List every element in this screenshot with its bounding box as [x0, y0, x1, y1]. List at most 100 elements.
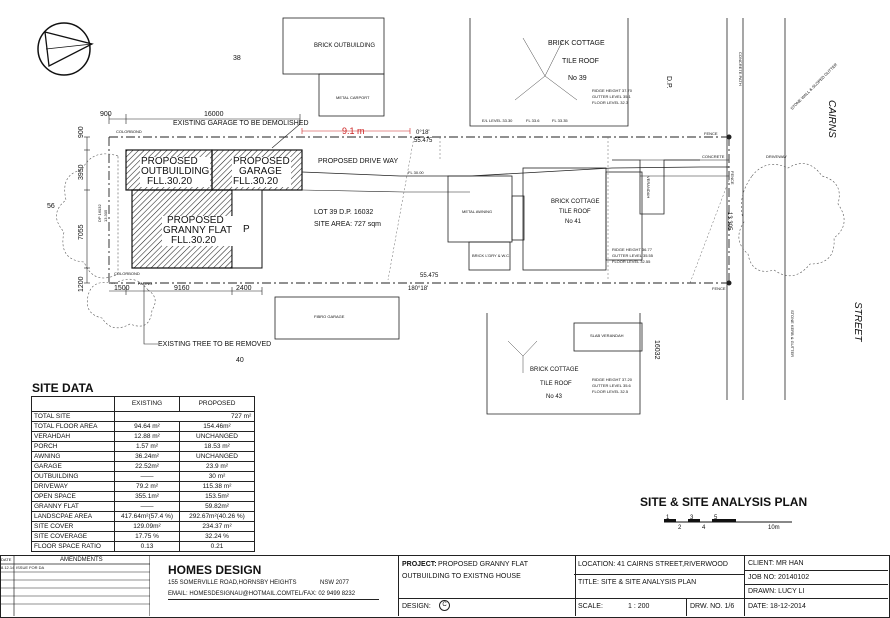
location-divider: [574, 574, 744, 575]
amend-date: 8.12.14: [1, 565, 15, 570]
company-rule: [168, 599, 379, 600]
drw-divider: [686, 598, 687, 616]
lot-south: 40: [236, 357, 244, 364]
dim-9-1m: 9.1 m: [342, 126, 365, 136]
garage-line2: GARAGE: [239, 166, 282, 177]
north-carport: [318, 73, 385, 117]
dim-1200: 1200: [78, 276, 85, 292]
label-cottage-no: No 41: [565, 219, 582, 225]
label-n39-no: No 39: [568, 75, 587, 82]
design-mark: C: [439, 600, 450, 611]
site-data-table: EXISTING PROPOSED TOTAL SITE 727 m² TOTA…: [31, 396, 255, 552]
label-fence-n: FENCE: [704, 131, 718, 136]
scale-label: SCALE:: [578, 603, 603, 610]
dim-3950: 3950: [78, 164, 85, 180]
label-proposed-drive-way: PROPOSED DRIVE WAY: [318, 158, 399, 165]
label-n39-roof: TILE ROOF: [562, 58, 599, 65]
site-data-cell-label: TOTAL FLOOR AREA: [31, 421, 115, 432]
label-colorbond-s: COLORBOND: [114, 271, 140, 276]
label-tree-removed: EXISTING TREE TO BE REMOVED: [158, 341, 272, 348]
site-data-cell-proposed: 32.24 %: [179, 531, 255, 542]
site-data-cell-proposed: 30 m²: [179, 471, 255, 482]
granny-line3: FLL.30.20: [171, 235, 217, 246]
fibro-garage: [274, 296, 400, 340]
site-data-cell-label: SITE COVER: [31, 521, 115, 532]
date-text: DATE: 18-12-2014: [748, 603, 806, 610]
site-data-cell-proposed: 234.37 m²: [179, 521, 255, 532]
project-line1: PROPOSED GRANNY FLAT: [438, 561, 528, 568]
scale-divider: [574, 598, 888, 599]
total-site-value: 727: [231, 412, 242, 420]
site-data-cell-label: OPEN SPACE: [31, 491, 115, 502]
tree-street: [738, 163, 845, 277]
site-data-header-row: EXISTING PROPOSED: [31, 396, 255, 412]
site-data-cell-label: GRANNY FLAT: [31, 501, 115, 512]
location-text: LOCATION: 41 CAIRNS STREET,RIVERWOOD: [578, 561, 728, 568]
site-data-corner: [31, 396, 115, 412]
site-data-cell-proposed: 23.9 m²: [179, 461, 255, 472]
bearing-south: 180°18': [408, 286, 429, 292]
granny-line1: PROPOSED: [167, 215, 224, 226]
scale-tick-2: 2: [678, 525, 682, 531]
site-data-cell-existing: 22.52m²: [114, 461, 180, 472]
outbuilding-line2: OUTBUILDING: [141, 166, 210, 177]
scale-tick-5: 5: [714, 515, 718, 521]
site-data-cell-label: DRIVEWAY: [31, 481, 115, 492]
project-line2: OUTBUILDING TO EXISTNG HOUSE: [402, 573, 521, 580]
site-data-cell-existing: 17.75 %: [114, 531, 180, 542]
length-south: 55.475: [420, 273, 439, 279]
dim-900-left: 900: [78, 126, 85, 138]
site-data-cell-existing: 129.09m²: [114, 521, 180, 532]
site-data-cell-existing: 0.13: [114, 541, 180, 552]
site-data-cell-existing: 79.2 m²: [114, 481, 180, 492]
label-paling: PALING: [138, 281, 153, 286]
dim-16000: 16000: [204, 111, 224, 118]
company-address: 155 SOMERVILLE ROAD,HORNSBY HEIGHTS: [168, 580, 297, 586]
length-north: 55.475: [414, 138, 433, 144]
label-parking: P: [243, 224, 250, 235]
client-divider: [744, 555, 745, 616]
design-label: DESIGN:: [402, 603, 431, 610]
site-data-col-proposed: PROPOSED: [179, 396, 255, 412]
site-data-cell-proposed: 59.82m²: [179, 501, 255, 512]
project-box: [398, 555, 576, 616]
site-data-cell-label: PORCH: [31, 441, 115, 452]
project-label: PROJECT:: [402, 561, 437, 568]
outbuilding-line3: FLL.30.20: [147, 176, 193, 187]
n39-level-1: E/L LEVEL 33.30: [482, 118, 513, 123]
label-concrete-path: CONCRETE PATH: [738, 52, 743, 86]
site-data-cell-label: FLOOR SPACE RATIO: [31, 541, 115, 552]
label-colorbond-n: COLORBOND: [116, 129, 142, 134]
site-data-cell-label: VERAHDAH: [31, 431, 115, 442]
company-email: EMAIL: HOMESDESIGNAU@HOTMAIL.COM: [168, 591, 292, 597]
amend-header: AMENDMENTS: [60, 557, 103, 563]
scale-tick-1: 1: [666, 515, 670, 521]
label-proposed-outbuilding: PROPOSED OUTBUILDING FLL.30.20: [140, 156, 211, 187]
site-data-cell-existing: 417.64m²(57.4 %): [114, 511, 180, 522]
label-n39-title: BRICK COTTAGE: [548, 40, 605, 47]
neighbour-no39: [469, 18, 629, 127]
label-driveway: DRIVEWAY: [766, 154, 787, 159]
tree-west: [56, 153, 119, 279]
client-text: CLIENT: MR HAN: [748, 560, 804, 567]
n39-floor: FLOOR LEVEL 32.3: [592, 100, 629, 105]
company-name: HOMES DESIGN: [168, 563, 262, 577]
site-data-cell-existing: ——: [114, 471, 180, 482]
scale-bar: [664, 519, 792, 523]
site-data-cell-existing: 1.57 m²: [114, 441, 180, 452]
site-data-cell-existing: 12.88 m²: [114, 431, 180, 442]
garage-line3: FLL.30.20: [233, 176, 279, 187]
site-data-cell-label: OUTBUILDING: [31, 471, 115, 482]
drw-no: DRW. NO. 1/6: [690, 603, 735, 610]
n39-level-2: FL 33.6: [526, 118, 540, 123]
label-brick-laundry: BRICK L'DRY & W.C.: [472, 253, 511, 258]
outbuilding-line1: PROPOSED: [141, 156, 198, 167]
scale-tick-3: 3: [690, 515, 694, 521]
